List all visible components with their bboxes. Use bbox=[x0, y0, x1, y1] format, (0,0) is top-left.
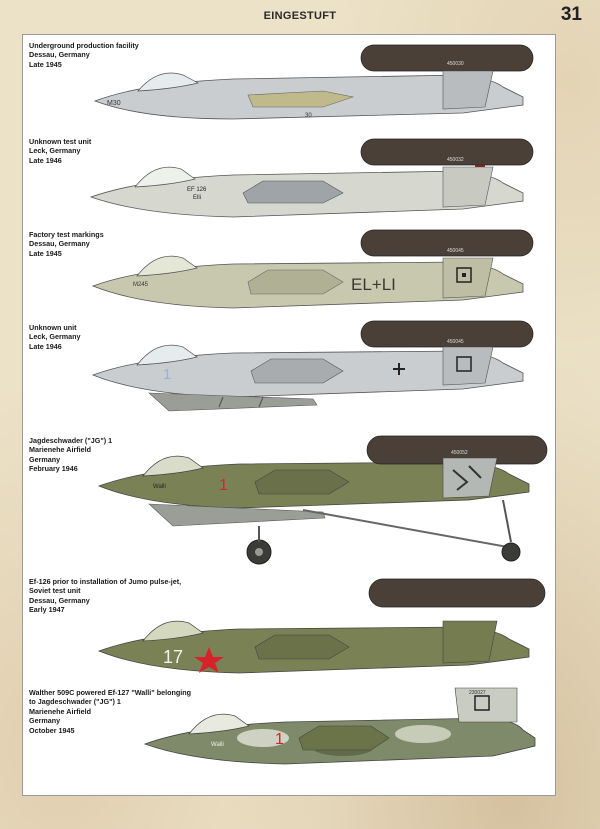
plate-4-caption: Unknown unit Leck, Germany Late 1946 bbox=[29, 323, 81, 351]
aircraft-profile-7: 1 Walli 230027 bbox=[143, 687, 536, 765]
aircraft-numeral: 17 bbox=[163, 647, 183, 667]
nose-name: Elli bbox=[193, 195, 201, 201]
aircraft-numeral: 1 bbox=[163, 366, 171, 383]
plate-5: Jagdeschwader ("JG") 1 Marienehe Airfiel… bbox=[23, 430, 557, 570]
fin-code: 450032 bbox=[447, 157, 464, 163]
fin-code: 450045 bbox=[447, 248, 464, 254]
aircraft-profile-3: M245 EL+LI 450045 bbox=[91, 229, 534, 309]
nose-name: Walli bbox=[211, 742, 224, 748]
fuselage-code: EL+LI bbox=[351, 275, 396, 294]
plate-7-caption: Walther 509C powered Ef-127 "Walli" belo… bbox=[29, 688, 192, 735]
plate-2-caption: Unknown test unit Leck, Germany Late 194… bbox=[29, 137, 92, 165]
plate-6-caption: Ef-126 prior to installation of Jumo pul… bbox=[29, 577, 182, 615]
aircraft-profile-1: M30 30 450030 bbox=[93, 44, 534, 120]
plate-1: Underground production facility Dessau, … bbox=[23, 35, 557, 130]
nose-marking: M30 bbox=[107, 100, 121, 107]
aircraft-numeral: 1 bbox=[275, 731, 284, 748]
plate-7: Walther 509C powered Ef-127 "Walli" belo… bbox=[23, 682, 557, 796]
aircraft-profile-4: 1 450045 bbox=[91, 320, 534, 412]
fin-code: 450030 bbox=[447, 61, 464, 67]
nose-marking: EF 126 bbox=[187, 187, 207, 193]
plate-2: Unknown test unit Leck, Germany Late 194… bbox=[23, 131, 557, 223]
fin-code: 230027 bbox=[469, 690, 486, 696]
belly-marking: 30 bbox=[305, 113, 312, 119]
fin-code: 450052 bbox=[451, 450, 468, 456]
plate-1-caption: Underground production facility Dessau, … bbox=[29, 41, 139, 69]
nose-marking: M245 bbox=[133, 282, 149, 288]
running-header: EINGESTUFT bbox=[263, 10, 337, 22]
plate-4: Unknown unit Leck, Germany Late 1946 1 4… bbox=[23, 317, 557, 429]
aircraft-profile-6: 17 bbox=[97, 578, 546, 674]
illustration-panel: Underground production facility Dessau, … bbox=[22, 34, 556, 796]
plate-3-caption: Factory test markings Dessau, Germany La… bbox=[29, 230, 104, 258]
aircraft-profile-5: 1 Walli 450052 bbox=[97, 435, 548, 565]
page-number: 31 bbox=[560, 4, 582, 25]
aircraft-numeral: 1 bbox=[219, 477, 228, 494]
nose-name: Walli bbox=[153, 484, 166, 490]
plate-6: Ef-126 prior to installation of Jumo pul… bbox=[23, 571, 557, 681]
plate-5-caption: Jagdeschwader ("JG") 1 Marienehe Airfiel… bbox=[29, 436, 113, 474]
fin-code: 450045 bbox=[447, 339, 464, 345]
plate-3: Factory test markings Dessau, Germany La… bbox=[23, 224, 557, 316]
aircraft-profile-2: EF 126 Elli 450032 bbox=[89, 138, 534, 218]
